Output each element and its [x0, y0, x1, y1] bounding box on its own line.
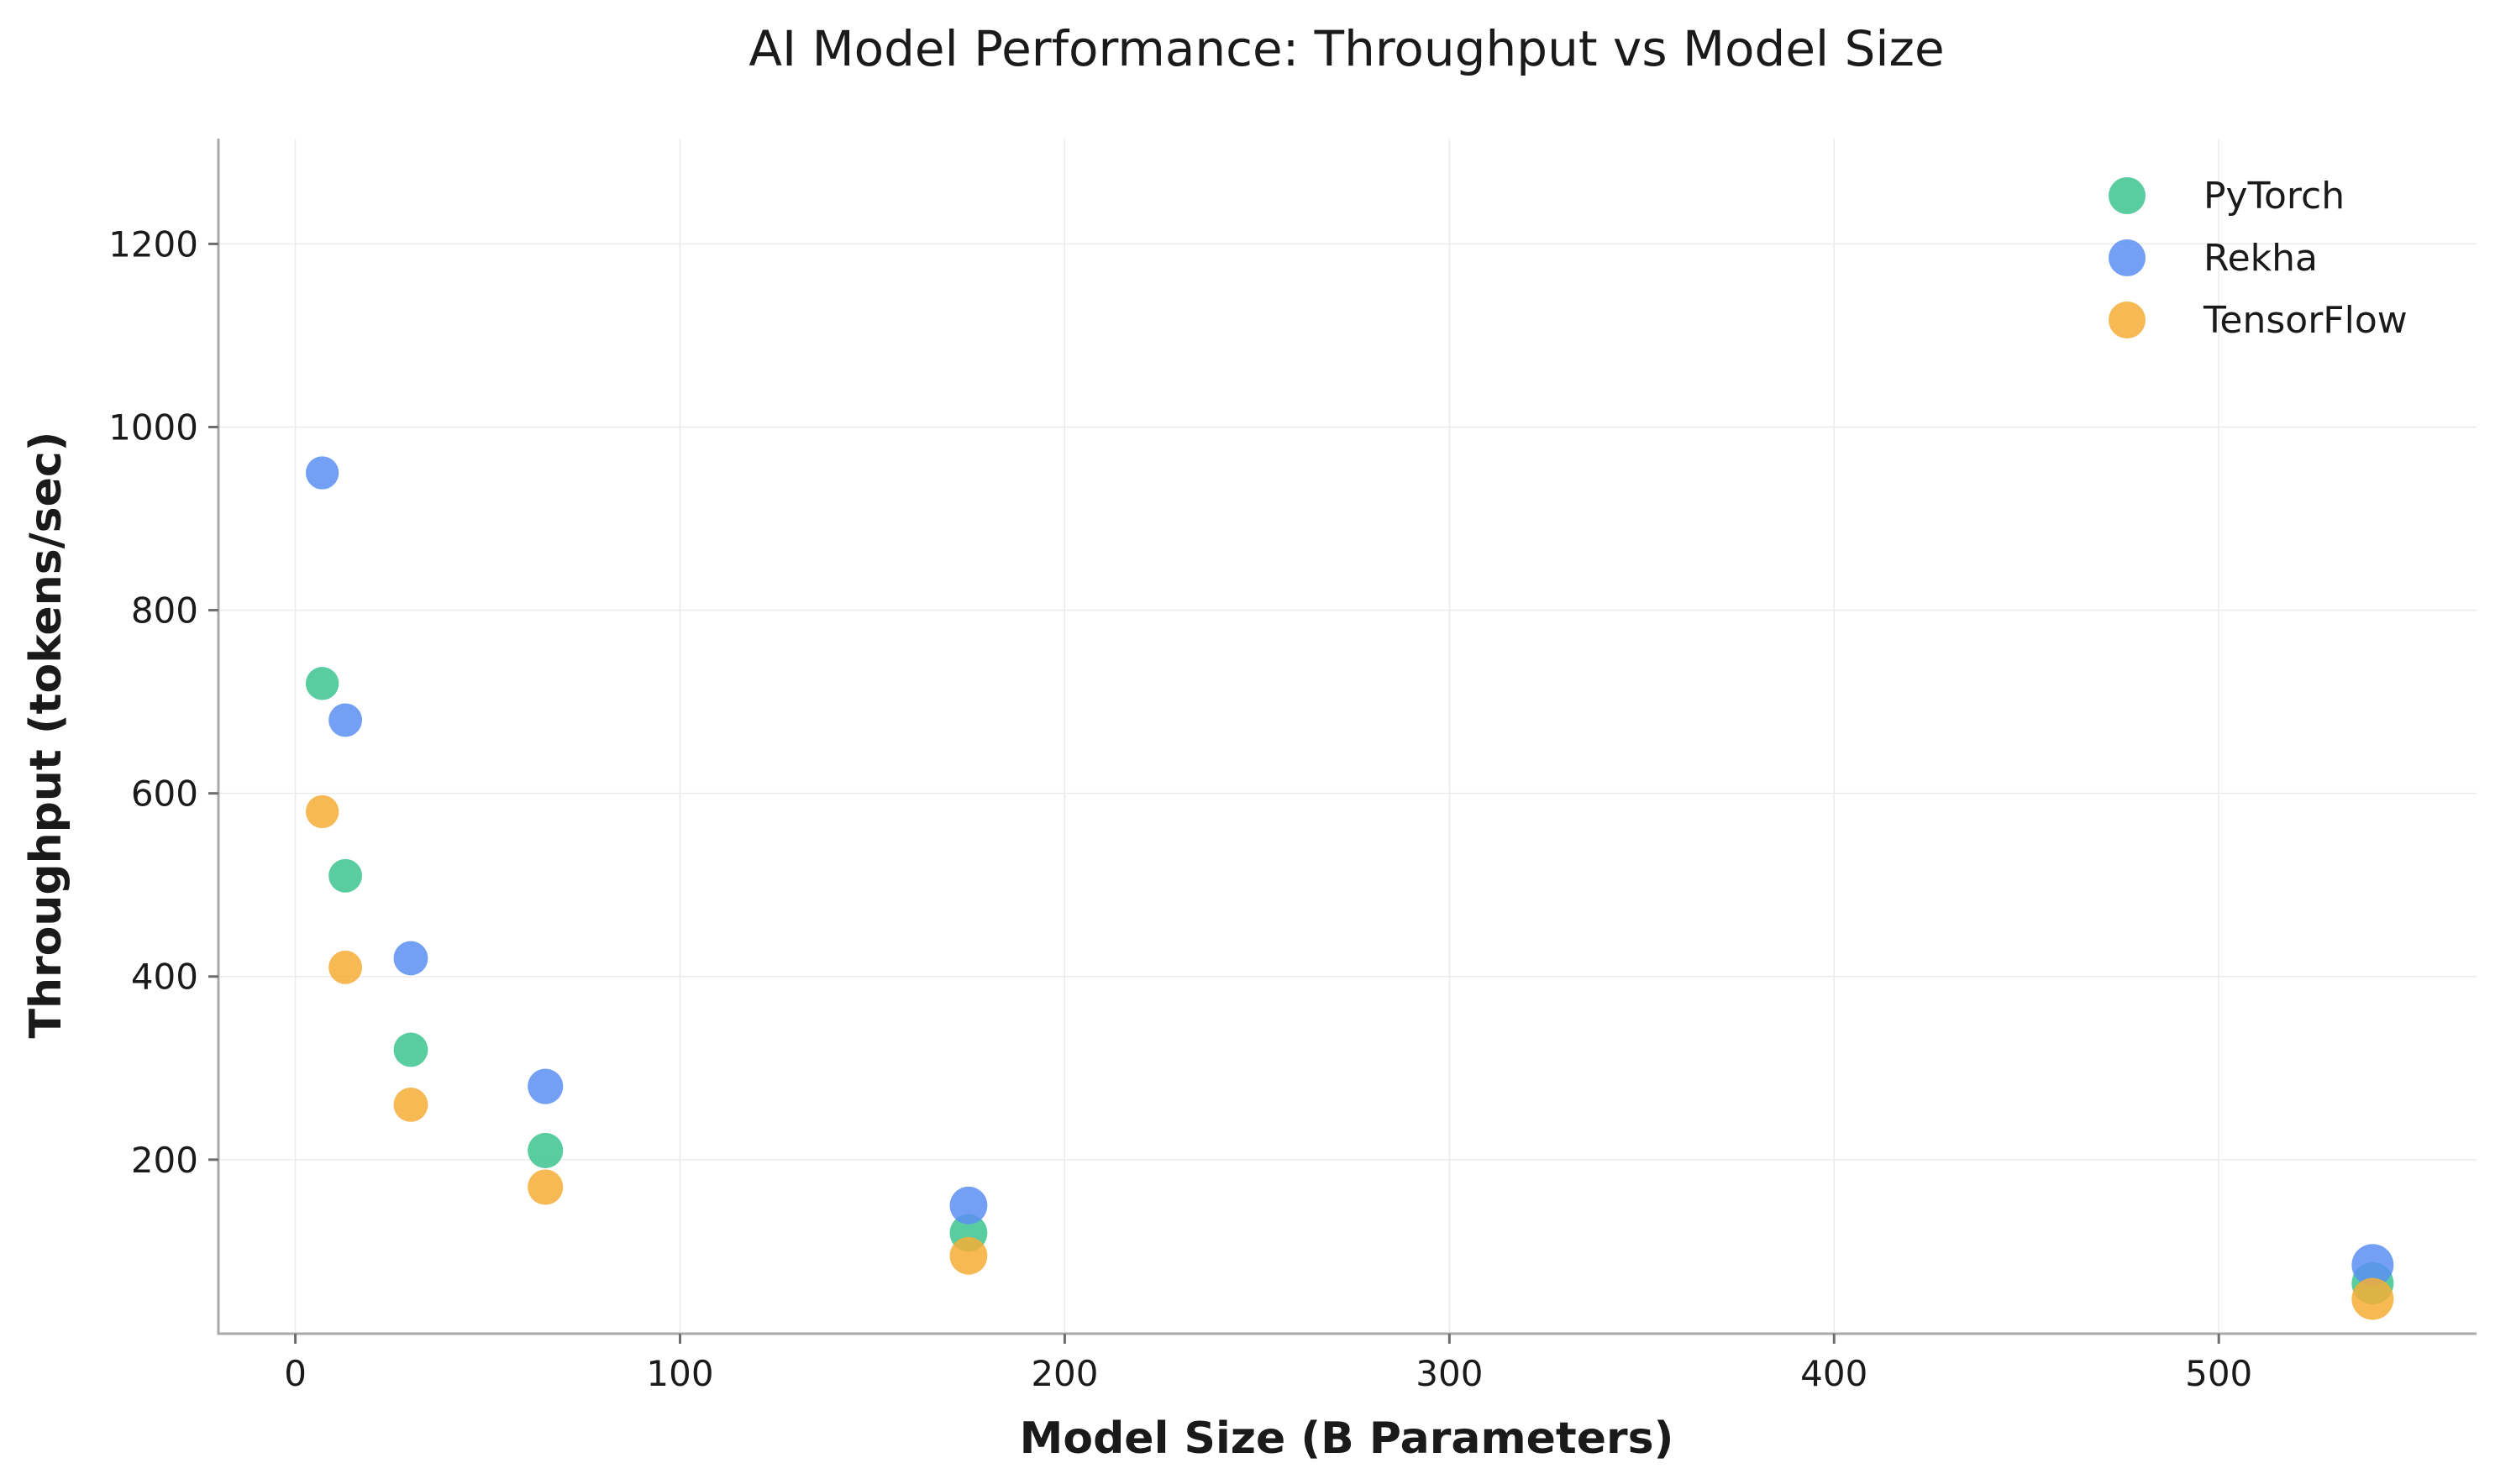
data-point-pytorch — [393, 1032, 428, 1067]
legend-item-tensorflow: TensorFlow — [2109, 299, 2408, 342]
legend-marker — [2109, 177, 2146, 214]
y-tick-label: 800 — [131, 590, 198, 632]
data-point-tensorflow — [393, 1087, 428, 1122]
legend-label: Rekha — [2203, 237, 2318, 280]
axes-spines — [217, 139, 2477, 1335]
data-point-rekha — [305, 456, 339, 490]
x-tick-label: 200 — [1031, 1353, 1098, 1394]
grid — [218, 139, 2477, 1334]
x-tick-label: 400 — [1800, 1353, 1867, 1394]
data-point-rekha — [328, 703, 363, 737]
data-point-tensorflow — [328, 950, 363, 984]
x-tick-label: 500 — [2185, 1353, 2252, 1394]
data-point-pytorch — [328, 858, 363, 893]
y-tick-label: 1200 — [108, 223, 198, 265]
data-point-tensorflow — [305, 794, 339, 829]
data-point-tensorflow — [949, 1236, 988, 1275]
legend-label: PyTorch — [2203, 175, 2345, 218]
axis-spine — [217, 139, 2477, 1335]
data-point-rekha — [949, 1186, 988, 1224]
legend-label: TensorFlow — [2203, 299, 2408, 342]
x-tick-label: 0 — [284, 1353, 307, 1394]
y-tick-label: 1000 — [108, 406, 198, 448]
data-point-tensorflow — [528, 1169, 564, 1205]
legend-item-pytorch: PyTorch — [2109, 175, 2345, 218]
x-tick-label: 300 — [1416, 1353, 1483, 1394]
y-tick-label: 600 — [131, 773, 198, 815]
chart-title: AI Model Performance: Throughput vs Mode… — [748, 20, 1944, 77]
data-point-rekha — [2351, 1244, 2394, 1287]
y-tick-label: 400 — [131, 957, 198, 998]
legend-marker — [2109, 302, 2146, 338]
data-point-rekha — [393, 941, 428, 976]
data-points — [305, 456, 2394, 1320]
legend-item-rekha: Rekha — [2109, 237, 2318, 280]
y-axis-ticks: 200 400 600 800 1000 1200 — [108, 223, 218, 1181]
data-point-pytorch — [305, 667, 339, 700]
x-tick-label: 100 — [646, 1353, 713, 1394]
data-point-tensorflow — [2351, 1277, 2394, 1320]
y-tick-label: 200 — [131, 1140, 198, 1181]
data-point-pytorch — [528, 1132, 564, 1168]
x-axis-ticks: 0 100 200 300 400 500 — [284, 1334, 2252, 1394]
y-axis-label: Throughput (tokens/sec) — [21, 432, 71, 1039]
data-point-rekha — [528, 1068, 564, 1104]
x-axis-label: Model Size (B Parameters) — [1020, 1413, 1674, 1464]
legend-marker — [2109, 239, 2146, 276]
